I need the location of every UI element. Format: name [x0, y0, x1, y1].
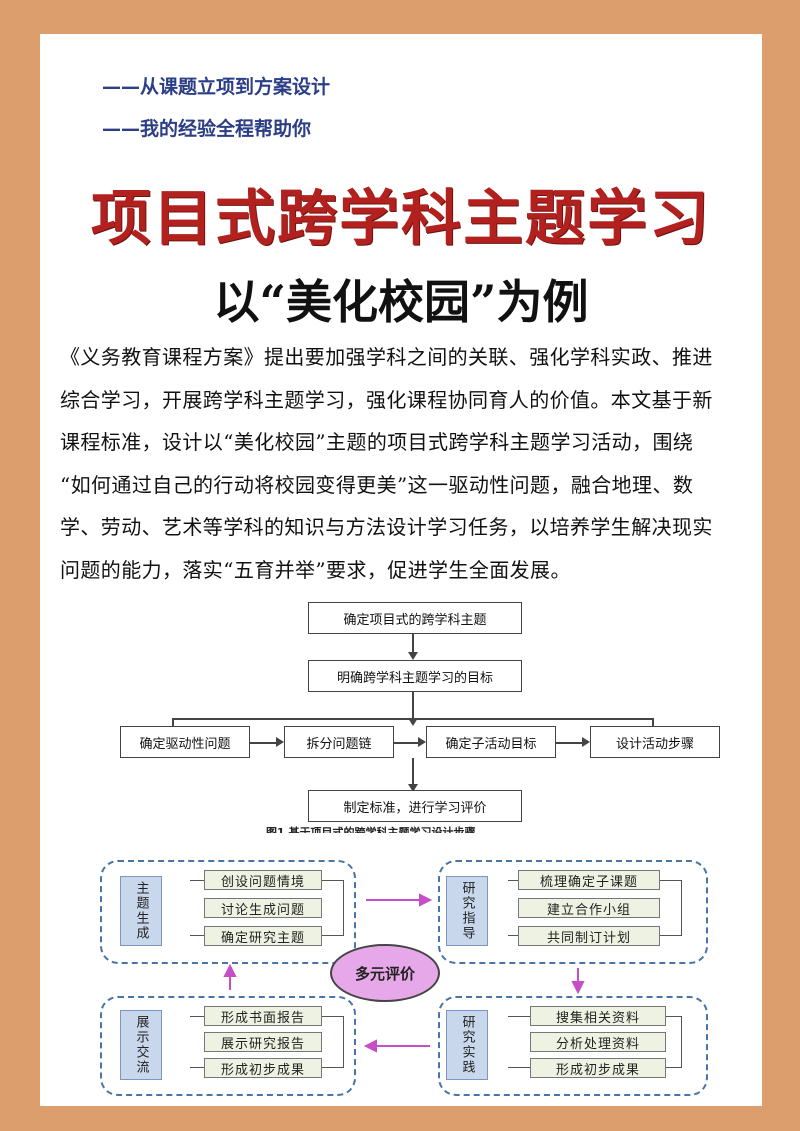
arrow-right-icon [276, 737, 284, 747]
main-title: 项目式跨学科主题学习 [91, 184, 711, 254]
group-research-guidance [438, 860, 708, 964]
group-item: 分析处理资料 [530, 1032, 666, 1052]
group-item: 梳理确定子课题 [518, 870, 660, 890]
group-topic-generation [100, 860, 356, 964]
center-evaluation-oval: 多元评价 [330, 944, 440, 1002]
flow-step-goal: 明确跨学科主题学习的目标 [308, 660, 522, 692]
group-head: 展示交流 [120, 1010, 162, 1080]
header-line-1: ——从课题立项到方案设计 [102, 76, 331, 98]
header-line-2: ——我的经验全程帮助你 [102, 118, 312, 140]
connector [250, 742, 276, 744]
arrow-down-icon [408, 784, 418, 792]
figure-caption: 图1 基于项目式的跨学科主题学习设计步骤 [266, 826, 476, 833]
paragraph-line: 课程标准，设计以“美化校园”主题的项目式跨学科主题学习活动，围绕 [60, 430, 694, 454]
paragraph-line: 学、劳动、艺术等学科的知识与方法设计学习任务，以培养学生解决现实 [60, 515, 713, 539]
group-head: 研究指导 [446, 876, 488, 946]
arrow-up-icon [223, 963, 237, 977]
group-item: 创设问题情境 [204, 870, 322, 890]
group-presentation [100, 996, 356, 1096]
group-research-practice [438, 996, 708, 1096]
group-head: 主题生成 [120, 876, 162, 946]
connector [652, 718, 654, 728]
flow-row-sub-activity-goal: 确定子活动目标 [426, 726, 556, 758]
arrow-right-icon [419, 893, 433, 907]
paragraph-line: 《义务教育课程方案》提出要加强学科之间的关联、强化学科实政、推进 [60, 345, 713, 369]
flow-row-driving-question: 确定驱动性问题 [120, 726, 250, 758]
intro-paragraph: 《义务教育课程方案》提出要加强学科之间的关联、强化学科实政、推进 综合学习，开展… [60, 336, 746, 591]
group-item: 共同制订计划 [518, 926, 660, 946]
arrow-left-icon [363, 1039, 377, 1053]
arrow-down-icon [408, 652, 418, 660]
flow-step-topic: 确定项目式的跨学科主题 [308, 602, 522, 634]
paragraph-line: “如何通过自己的行动将校园变得更美”这一驱动性问题，融合地理、数 [60, 472, 694, 497]
arrow-down-icon [408, 718, 418, 726]
group-item: 确定研究主题 [204, 926, 322, 946]
connector [394, 742, 418, 744]
connector [412, 758, 414, 786]
connector [172, 718, 174, 728]
paragraph-line: 问题的能力，落实“五育并举”要求，促进学生全面发展。 [60, 557, 571, 582]
subtitle: 以“美化校园”为例 [213, 275, 589, 329]
group-item: 展示研究报告 [204, 1032, 322, 1052]
group-item: 形成初步成果 [204, 1058, 322, 1078]
group-item: 形成初步成果 [530, 1058, 666, 1078]
connector [412, 692, 414, 718]
group-head: 研究实践 [446, 1010, 488, 1080]
flow-row-question-chain: 拆分问题链 [284, 726, 394, 758]
group-item: 讨论生成问题 [204, 898, 322, 918]
document-page: ——从课题立项到方案设计 ——我的经验全程帮助你 项目式跨学科主题学习 以“美化… [40, 34, 762, 1106]
flow-row-activity-steps: 设计活动步骤 [590, 726, 720, 758]
connector [412, 634, 414, 654]
arrow-down-icon [571, 981, 585, 995]
arrow-right-icon [582, 737, 590, 747]
connector [556, 742, 582, 744]
group-item: 建立合作小组 [518, 898, 660, 918]
group-item: 形成书面报告 [204, 1006, 322, 1026]
flow-step-evaluation: 制定标准，进行学习评价 [308, 790, 522, 822]
group-item: 搜集相关资料 [530, 1006, 666, 1026]
arrow-right-icon [418, 737, 426, 747]
paragraph-line: 综合学习，开展跨学科主题学习，强化课程协同育人的价值。本文基于新 [60, 387, 713, 412]
